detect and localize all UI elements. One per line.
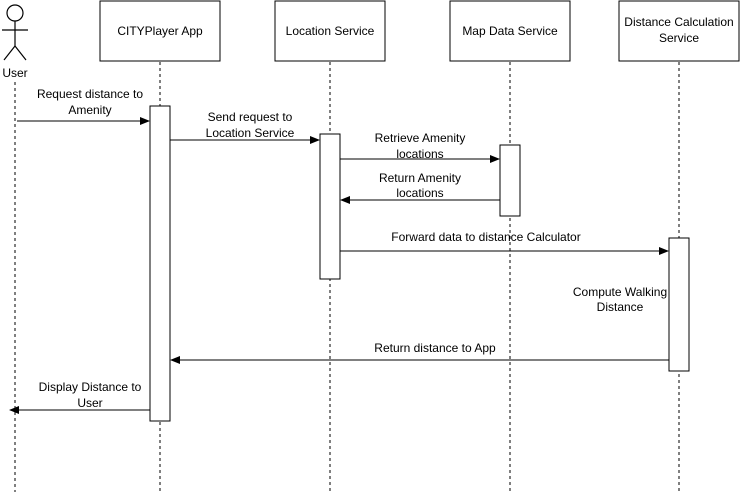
note-label-compute-walking-line1: Compute Walking (573, 285, 667, 299)
participant-label-distance-service-line1: Distance Calculation (624, 15, 733, 29)
cityplayer-activation (149, 105, 171, 422)
message-label-retrieve-amenity-line1: Retrieve Amenity (375, 131, 466, 145)
note-label-compute-walking-line2: Distance (597, 300, 644, 314)
message-label-retrieve-amenity-line2: locations (396, 147, 443, 161)
participant-box-map-data-service (449, 0, 571, 62)
distance-service-activation (668, 237, 690, 372)
message-label-request-distance-line1: Request distance to (37, 87, 143, 101)
participant-box-cityplayer (99, 0, 221, 62)
location-service-activation (319, 133, 341, 280)
message-label-send-request-line1: Send request to (208, 110, 293, 124)
message-label-display-distance-line2: User (77, 396, 102, 410)
message-label-request-distance-line2: Amenity (68, 103, 111, 117)
participant-label-map-data-service: Map Data Service (462, 24, 558, 38)
message-label-display-distance-line1: Display Distance to (39, 380, 142, 394)
message-label-return-amenity-line2: locations (396, 186, 443, 200)
message-label-return-amenity-line1: Return Amenity (379, 171, 461, 185)
user-actor-label: User (2, 66, 27, 80)
map-data-service-activation (499, 144, 521, 217)
participant-label-cityplayer: CITYPlayer App (117, 24, 203, 38)
participant-label-distance-service-line2: Service (659, 31, 699, 45)
participant-box-location-service (274, 0, 386, 62)
message-label-forward-data: Forward data to distance Calculator (391, 230, 580, 244)
message-label-send-request-line2: Location Service (206, 126, 295, 140)
participant-box-distance-service (618, 0, 740, 62)
user-actor-icon (2, 4, 28, 61)
message-label-return-distance: Return distance to App (374, 341, 496, 355)
participant-label-location-service: Location Service (286, 24, 375, 38)
